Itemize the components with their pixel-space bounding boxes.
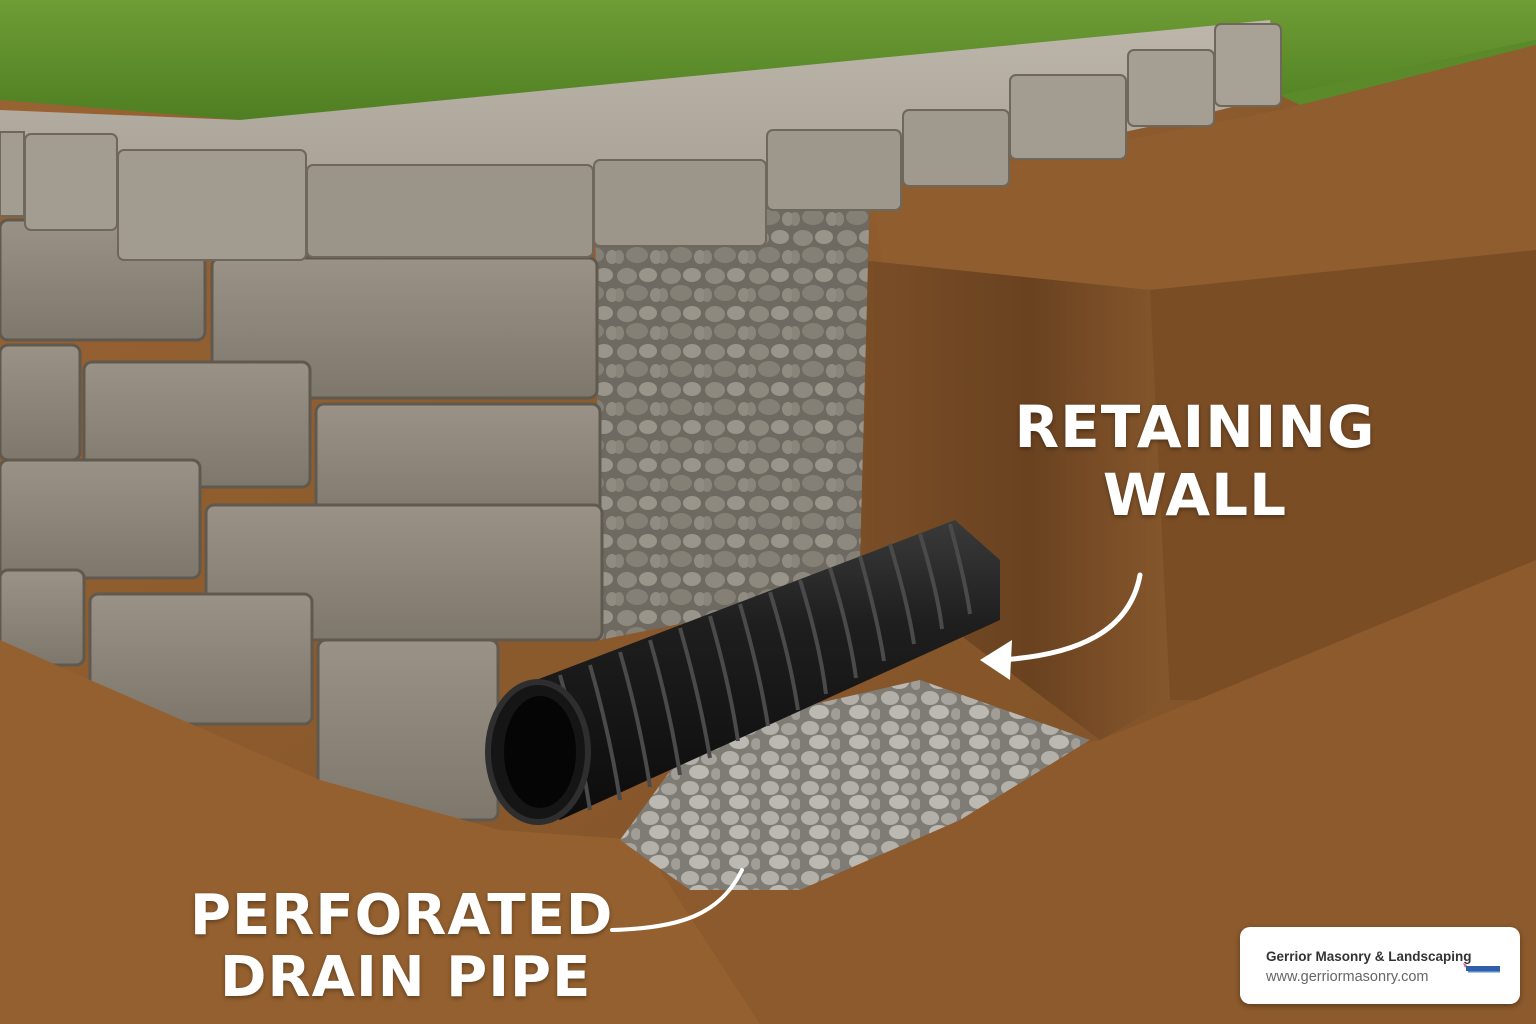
retaining-wall-arrow	[997, 572, 1143, 663]
drain-pipe-label-line2: DRAIN PIPE	[220, 945, 592, 1010]
retaining-wall-label-line2: WALL	[1102, 461, 1288, 529]
company-name: Gerrior Masonry & Landscaping	[1266, 949, 1472, 964]
company-website-link[interactable]: www.gerriormasonry.com	[1266, 969, 1429, 985]
drain-pipe-label: PERFORATED DRAIN PIPE	[190, 883, 614, 1010]
retaining-wall-label-line1: RETAINING	[1014, 393, 1376, 461]
wall-capstones	[0, 20, 1282, 261]
drain-pipe-arrow	[610, 868, 744, 932]
branding-badge[interactable]: Gerrior Masonry & Landscaping www.gerrio…	[1240, 927, 1520, 1004]
drain-pipe-label-line1: PERFORATED	[190, 883, 614, 948]
stone-block-wall	[0, 218, 604, 822]
corrugated-drain-pipe	[485, 520, 1000, 825]
gerrior-logo-icon	[1463, 963, 1500, 973]
retaining-wall-label: RETAINING WALL	[1010, 398, 1380, 524]
